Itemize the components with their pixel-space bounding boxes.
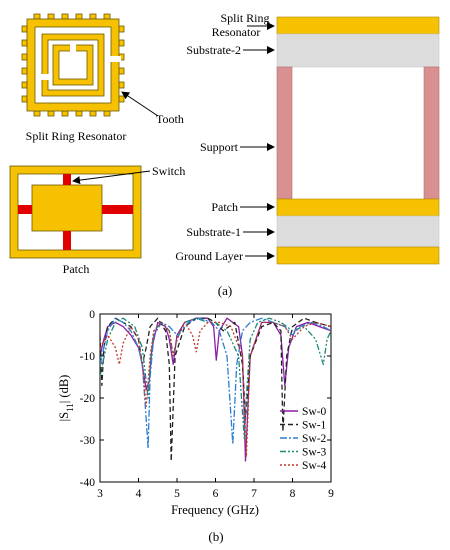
stack-label-srr-1: Split Ring xyxy=(220,11,269,25)
switch-right xyxy=(102,205,133,214)
caption-b: (b) xyxy=(208,529,223,544)
x-tick-label: 5 xyxy=(174,488,180,500)
srr-tooth xyxy=(33,13,41,20)
x-tick-label: 8 xyxy=(290,488,296,500)
stack-label-patch: Patch xyxy=(211,200,238,214)
srr-tooth xyxy=(75,13,83,20)
srr-tooth xyxy=(47,13,55,20)
tooth-label: Tooth xyxy=(156,112,184,126)
srr-core-slot xyxy=(58,50,88,80)
srr-tooth xyxy=(33,110,41,117)
legend-label-sw-1: Sw-1 xyxy=(302,420,327,432)
srr-tooth xyxy=(103,110,111,117)
layer-ground xyxy=(276,246,440,265)
srr-core-gap xyxy=(70,43,76,53)
srr-tooth xyxy=(21,95,28,103)
x-tick-label: 9 xyxy=(328,488,334,500)
srr-caption: Split Ring Resonator xyxy=(26,129,127,143)
layer-stack xyxy=(276,16,440,265)
s11-chart: 3 4 5 6 7 8 9 0 -10 -20 -30 -40 Frequency (GHz) |S… xyxy=(57,309,334,517)
stack-label-ground: Ground Layer xyxy=(175,249,243,263)
srr-tooth xyxy=(21,39,28,47)
srr-tooth xyxy=(75,110,83,117)
srr-tooth xyxy=(61,13,69,20)
layer-srr xyxy=(276,16,440,35)
caption-a: (a) xyxy=(218,283,232,298)
srr-tooth xyxy=(118,81,125,89)
x-tick-label: 7 xyxy=(251,488,257,500)
srr-tooth xyxy=(89,110,97,117)
support-right xyxy=(423,66,440,200)
legend-label-sw-4: Sw-4 xyxy=(302,460,327,472)
layer-patch xyxy=(276,198,440,217)
x-tick-label: 3 xyxy=(97,488,103,500)
x-ticks: 3 4 5 6 7 8 9 xyxy=(97,314,334,500)
srr-tooth xyxy=(103,13,111,20)
legend: Sw-0Sw-1Sw-2Sw-3Sw-4 xyxy=(280,406,327,472)
y-tick-label: -20 xyxy=(80,393,96,405)
legend-label-sw-3: Sw-3 xyxy=(302,447,327,459)
y-axis-title: |S11| (dB) xyxy=(57,375,75,422)
stack-label-support: Support xyxy=(200,140,239,154)
tooth-arrow xyxy=(121,91,159,117)
srr-tooth xyxy=(61,110,69,117)
legend-label-sw-0: Sw-0 xyxy=(302,406,327,418)
srr-tooth xyxy=(21,81,28,89)
stack-label-srr-2: Resonator xyxy=(212,25,261,39)
layer-substrate-1 xyxy=(276,215,440,248)
srr-tooth xyxy=(118,25,125,33)
stack-label-substrate-1: Substrate-1 xyxy=(186,225,241,239)
srr-tooth xyxy=(118,67,125,75)
srr-inner-gap xyxy=(40,74,50,80)
x-axis-title: Frequency (GHz) xyxy=(171,503,259,517)
patch-illustration xyxy=(9,165,142,259)
switch-top xyxy=(63,174,71,185)
y-tick-label: 0 xyxy=(89,309,95,321)
legend-label-sw-2: Sw-2 xyxy=(302,433,327,445)
y-ticks: 0 -10 -20 -30 -40 xyxy=(80,309,331,489)
srr-tooth xyxy=(21,25,28,33)
layer-substrate-2 xyxy=(276,33,440,68)
patch-caption: Patch xyxy=(63,262,90,276)
y-tick-label: -40 xyxy=(80,477,96,489)
stack-label-substrate-2: Substrate-2 xyxy=(186,43,241,57)
series-line-sw-4 xyxy=(100,321,331,458)
switch-arrow xyxy=(72,170,151,185)
switch-bottom xyxy=(63,231,71,250)
y-tick-label: -30 xyxy=(80,435,96,447)
srr-tooth xyxy=(47,110,55,117)
series-line-sw-2 xyxy=(100,317,331,450)
patch-center xyxy=(31,184,103,232)
switch-left xyxy=(18,205,32,214)
srr-tooth xyxy=(118,39,125,47)
x-tick-label: 6 xyxy=(213,488,219,500)
series-line-sw-1 xyxy=(100,317,331,462)
srr-tooth xyxy=(21,67,28,75)
srr-outer-gap xyxy=(109,56,121,62)
srr-tooth xyxy=(118,95,125,103)
series-lines xyxy=(100,317,331,462)
srr-tooth xyxy=(89,13,97,20)
switch-label: Switch xyxy=(152,164,185,178)
y-tick-label: -10 xyxy=(80,351,96,363)
stack-labels: Split Ring Resonator Substrate-2 Support… xyxy=(175,11,275,263)
srr-illustration xyxy=(21,13,125,117)
srr-tooth xyxy=(21,53,28,61)
x-tick-label: 4 xyxy=(136,488,142,500)
support-left xyxy=(276,66,293,200)
